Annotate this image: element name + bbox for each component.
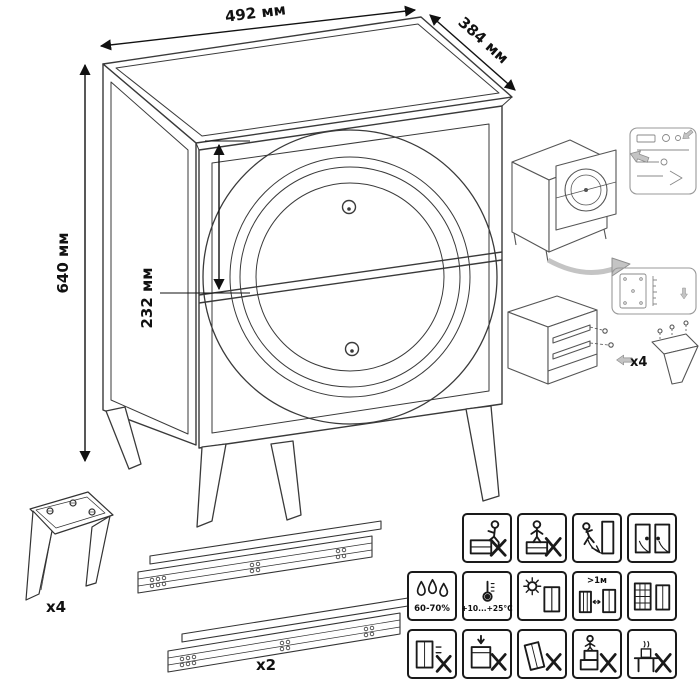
no-tilt-icon: [517, 629, 567, 679]
legs-qty-label: x4: [46, 598, 66, 616]
no-climbing-icon: [572, 629, 622, 679]
depth-dimension-arrow: [429, 14, 516, 91]
instruction-card: [629, 127, 697, 195]
no-standing-icon: [517, 513, 567, 563]
no-overload-icon: [462, 629, 512, 679]
width-dimension-arrow: [99, 5, 417, 51]
slides-qty-label: x2: [256, 656, 276, 674]
height-dimension-label: 640 мм: [54, 232, 72, 293]
inset-drawer-front: [555, 149, 617, 231]
drill-template-card: [611, 267, 697, 315]
leg-hardware-drawing: x4: [25, 491, 114, 616]
insert-direction-arrow: [627, 147, 651, 167]
drawer-dimension-label: 232 мм: [138, 267, 156, 328]
humidity-icon: 60-70%: [407, 571, 457, 621]
assembly-inset-drawer: [511, 127, 697, 277]
door-pinch-warning-icon: [572, 513, 622, 563]
no-sitting-icon: [462, 513, 512, 563]
inset-leg-icon: [651, 320, 699, 385]
cabinet-legs: [105, 405, 500, 528]
humidity-label: 60-70%: [414, 604, 450, 615]
drawer-knob-top: [341, 199, 357, 215]
no-drag-icon: [407, 629, 457, 679]
temperature-label: +10...+25°С: [461, 604, 513, 614]
width-dimension-label: 492 мм: [224, 0, 287, 25]
drawer-knob-bottom: [344, 341, 360, 357]
cabinet-drawing: [102, 16, 513, 528]
heat-distance-icon: >1м: [572, 571, 622, 621]
no-sunlight-icon: [517, 571, 567, 621]
door-adjustment-icon: [627, 513, 677, 563]
drawer-slides-drawing: x2: [137, 520, 409, 674]
no-hot-objects-icon: [627, 629, 677, 679]
assembly-inset-slides: x4: [507, 267, 699, 385]
inset-legs-qty-label: x4: [630, 355, 647, 370]
temperature-range-icon: +10...+25°С: [461, 571, 513, 621]
heat-distance-label: >1м: [587, 576, 607, 587]
ventilation-icon: [627, 571, 677, 621]
